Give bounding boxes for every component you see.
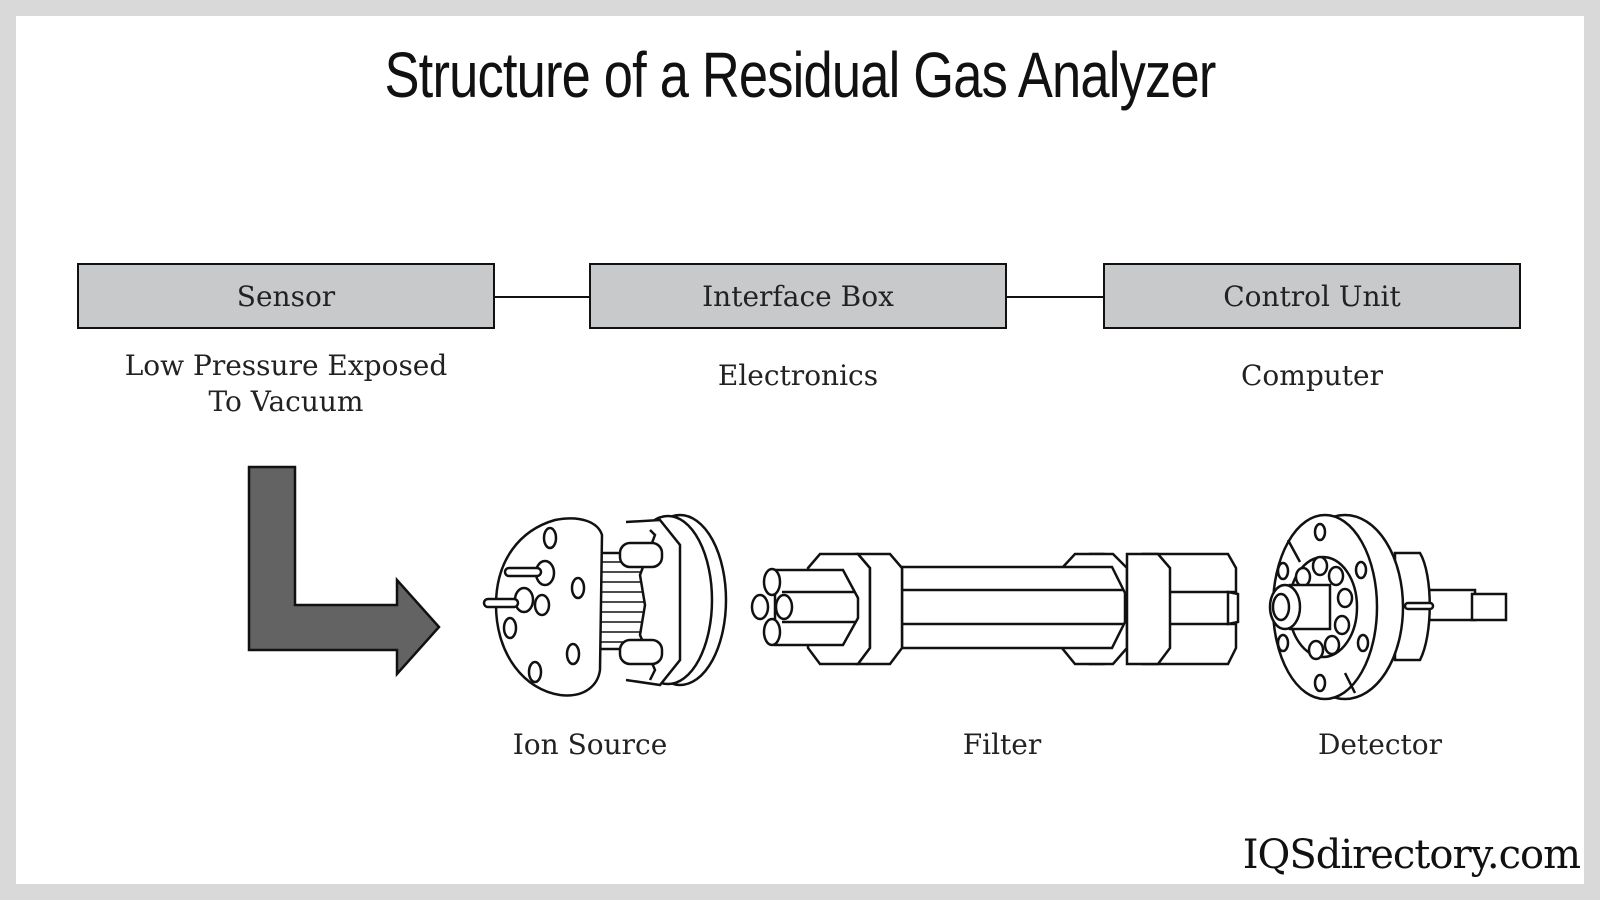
block-sensor: Sensor [77,263,495,329]
block-interface-box-label: Interface Box [702,279,894,313]
diagram-title: Structure of a Residual Gas Analyzer [384,39,1217,111]
block-sensor-description: Low Pressure Exposed To Vacuum [77,348,495,420]
component-label-filter: Filter [962,728,1042,761]
brand-watermark: IQSdirectory.com [1242,832,1581,878]
component-label-ion-source: Ion Source [512,728,668,761]
block-control-unit-description: Computer [1241,359,1383,392]
block-control-unit-label: Control Unit [1223,279,1401,313]
quadrupole-filter-icon [750,552,1240,666]
bent-arrow-right-icon [247,465,441,678]
block-sensor-label: Sensor [236,279,336,313]
description-line: To Vacuum [208,385,364,418]
block-interface-box: Interface Box [589,263,1007,329]
block-control-unit: Control Unit [1103,263,1521,329]
diagram-panel [16,16,1584,884]
ion-source-icon [482,513,728,697]
connector-interface-control [1007,296,1103,298]
component-label-detector: Detector [1317,728,1443,761]
connector-sensor-interface [495,296,589,298]
detector-icon [1268,513,1508,701]
block-interface-box-description: Electronics [717,359,879,392]
description-line: Low Pressure Exposed [124,349,448,382]
